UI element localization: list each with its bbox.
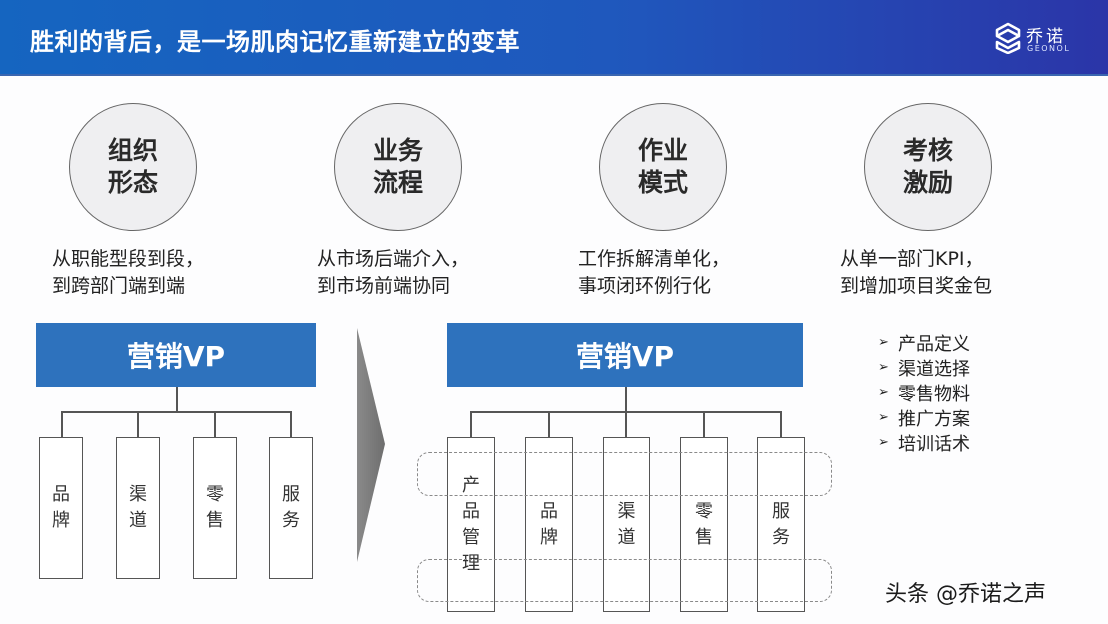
list-item: ➢ 培训话术 bbox=[878, 433, 970, 455]
connector-line bbox=[290, 411, 292, 437]
bullet-arrow-icon: ➢ bbox=[878, 410, 889, 425]
pillar-description: 从市场后端介入， 到市场前端协同 bbox=[317, 248, 470, 297]
brand-logo: 乔诺 GEONOL bbox=[995, 20, 1085, 60]
connector-line bbox=[137, 411, 139, 437]
pillar-label: 激励 bbox=[902, 168, 953, 197]
pillar-description: 工作拆解清单化， 事项闭环例行化 bbox=[578, 248, 731, 297]
bullet-arrow-icon: ➢ bbox=[878, 435, 889, 450]
connector-line bbox=[703, 411, 705, 437]
dept-box-retail: 零 售 bbox=[680, 437, 728, 612]
pillar-description: 从单一部门KPI， 到增加项目奖金包 bbox=[840, 248, 993, 297]
pillar-label: 业务 bbox=[372, 136, 423, 165]
connector-line bbox=[780, 411, 782, 437]
connector-line bbox=[61, 411, 63, 437]
connector-line bbox=[214, 411, 216, 437]
bullet-arrow-icon: ➢ bbox=[878, 360, 889, 375]
project-team-band-top bbox=[417, 452, 832, 496]
pillar-description: 从职能型段到段， 到跨部门端到端 bbox=[52, 248, 205, 297]
org-root-before: 营销VP bbox=[36, 323, 316, 387]
list-item: ➢ 产品定义 bbox=[878, 333, 970, 355]
header-banner: 胜利的背后，是一场肌肉记忆重新建立的变革 乔诺 GEONOL bbox=[0, 0, 1108, 76]
bullet-arrow-icon: ➢ bbox=[878, 335, 889, 350]
connector-line bbox=[625, 387, 627, 411]
dept-box-channel: 渠 道 bbox=[603, 437, 650, 612]
pillar-label: 作业 bbox=[637, 136, 688, 165]
pillar-label: 考核 bbox=[902, 136, 953, 165]
pillar-circle-organization: 组织 形态 bbox=[69, 103, 197, 231]
list-item: ➢ 渠道选择 bbox=[878, 358, 970, 380]
project-items-list: ➢ 产品定义 ➢ 渠道选择 ➢ 零售物料 ➢ 推广方案 ➢ 培训话术 bbox=[878, 330, 970, 455]
pillar-label: 形态 bbox=[107, 168, 158, 197]
list-item: ➢ 推广方案 bbox=[878, 408, 970, 430]
connector-line bbox=[548, 411, 550, 437]
dept-box-brand: 品 牌 bbox=[525, 437, 573, 612]
dept-box-channel: 渠 道 bbox=[116, 437, 160, 579]
logo-name-cn: 乔诺 bbox=[1026, 27, 1066, 47]
dept-box-product-management: 产 品 管 理 bbox=[447, 437, 495, 612]
dept-box-service: 服 务 bbox=[269, 437, 313, 579]
connector-line bbox=[176, 387, 178, 411]
connector-line bbox=[470, 411, 472, 437]
org-root-after: 营销VP bbox=[447, 323, 803, 387]
pillar-label: 流程 bbox=[372, 168, 423, 197]
bullet-arrow-icon: ➢ bbox=[878, 385, 889, 400]
list-item: ➢ 零售物料 bbox=[878, 383, 970, 405]
arrow-right-icon bbox=[357, 328, 385, 562]
pillar-label: 组织 bbox=[107, 136, 158, 165]
geonol-logo-icon bbox=[995, 22, 1021, 54]
pillar-circle-process: 业务 流程 bbox=[334, 103, 462, 231]
connector-line bbox=[61, 411, 291, 413]
dept-box-service: 服 务 bbox=[757, 437, 805, 612]
page-title: 胜利的背后，是一场肌肉记忆重新建立的变革 bbox=[30, 28, 520, 56]
dept-box-brand: 品 牌 bbox=[39, 437, 83, 579]
connector-line bbox=[625, 411, 627, 437]
pillar-circle-incentive: 考核 激励 bbox=[864, 103, 992, 231]
logo-name-en: GEONOL bbox=[1027, 44, 1071, 53]
dept-box-retail: 零 售 bbox=[193, 437, 237, 579]
pillar-label: 模式 bbox=[637, 168, 688, 197]
watermark: 头条 @乔诺之声 bbox=[885, 582, 1046, 607]
project-team-band-bottom bbox=[417, 559, 832, 602]
pillar-circle-operation: 作业 模式 bbox=[599, 103, 727, 231]
